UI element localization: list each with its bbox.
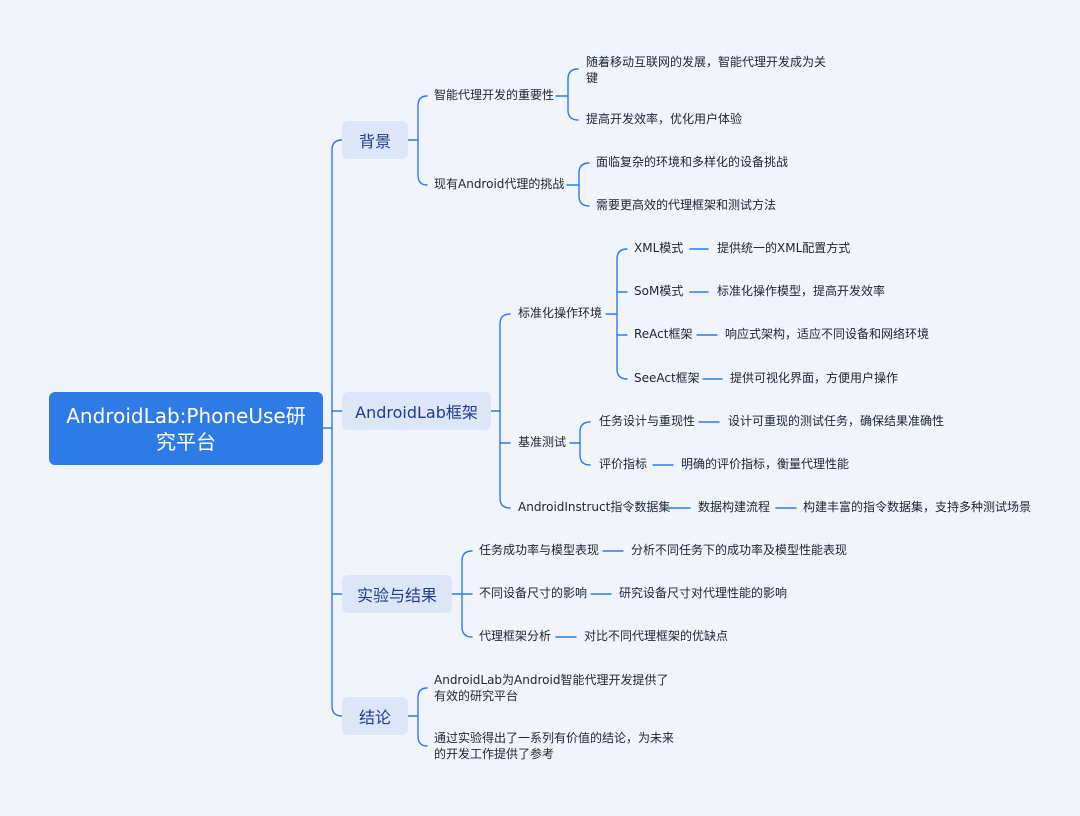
node-challenges-detail-2[interactable]: 需要更高效的代理框架和测试方法 [596,198,777,212]
branch-conclusion[interactable]: 结论 [342,697,408,735]
node-data-pipeline[interactable]: 数据构建流程 [698,500,771,514]
node-metrics-desc[interactable]: 明确的评价指标，衡量代理性能 [681,457,850,471]
node-benchmark[interactable]: 基准测试 [518,435,567,449]
node-seeact-desc[interactable]: 提供可视化界面，方便用户操作 [730,371,899,385]
node-react-desc[interactable]: 响应式架构，适应不同设备和网络环境 [725,327,930,341]
branch-experiments-label: 实验与结果 [356,586,437,605]
node-framework-analysis[interactable]: 代理框架分析 [479,629,552,643]
branch-framework-label: AndroidLab框架 [355,403,478,422]
node-androidinstruct[interactable]: AndroidInstruct指令数据集 [518,500,671,514]
node-conclusion-1[interactable]: AndroidLab为Android智能代理开发提供了有效的研究平台 [434,673,669,703]
node-device-size[interactable]: 不同设备尺寸的影响 [479,586,588,600]
node-success-rate[interactable]: 任务成功率与模型表现 [479,543,600,557]
node-framework-analysis-desc[interactable]: 对比不同代理框架的优缺点 [584,629,729,643]
node-xml-mode[interactable]: XML模式 [634,241,684,255]
node-xml-mode-desc[interactable]: 提供统一的XML配置方式 [717,241,851,255]
node-data-pipeline-desc[interactable]: 构建丰富的指令数据集，支持多种测试场景 [803,500,1032,514]
node-seeact[interactable]: SeeAct框架 [634,371,700,385]
node-metrics[interactable]: 评价指标 [599,457,648,471]
node-challenges[interactable]: 现有Android代理的挑战 [434,177,565,191]
node-conclusion-2[interactable]: 通过实验得出了一系列有价值的结论，为未来的开发工作提供了参考 [434,731,675,761]
node-react[interactable]: ReAct框架 [634,327,693,341]
node-success-rate-desc[interactable]: 分析不同任务下的成功率及模型性能表现 [631,543,848,557]
node-task-design-desc[interactable]: 设计可重现的测试任务，确保结果准确性 [728,414,945,428]
node-importance-detail-2[interactable]: 提高开发效率，优化用户体验 [586,112,743,126]
node-device-size-desc[interactable]: 研究设备尺寸对代理性能的影响 [619,586,788,600]
branch-framework[interactable]: AndroidLab框架 [342,392,491,430]
node-challenges-detail-1[interactable]: 面临复杂的环境和多样化的设备挑战 [596,155,789,169]
node-som-mode[interactable]: SoM模式 [634,284,684,298]
node-standard-env[interactable]: 标准化操作环境 [518,306,603,320]
node-som-mode-desc[interactable]: 标准化操作模型，提高开发效率 [717,284,886,298]
root-node[interactable]: AndroidLab:PhoneUse研究平台 [49,392,323,465]
node-task-design[interactable]: 任务设计与重现性 [599,414,696,428]
branch-background[interactable]: 背景 [342,121,408,159]
root-label: AndroidLab:PhoneUse研究平台 [66,403,306,454]
branch-experiments[interactable]: 实验与结果 [342,575,452,613]
node-importance-detail-1[interactable]: 随着移动互联网的发展，智能代理开发成为关键 [586,55,827,85]
node-importance[interactable]: 智能代理开发的重要性 [434,88,555,102]
branch-background-label: 背景 [358,132,391,151]
branch-conclusion-label: 结论 [358,708,391,727]
